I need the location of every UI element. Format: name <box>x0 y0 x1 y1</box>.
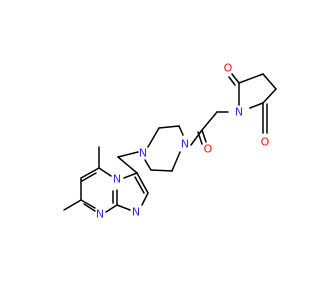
atom-n-bridgehead: N <box>113 173 121 186</box>
bond <box>201 129 207 143</box>
molecule-canvas: N N N N N O N O O <box>63 62 277 221</box>
molecule-structure: N N N N N O N O O <box>63 62 277 221</box>
atom-n-piperazine-left: N <box>139 147 147 160</box>
atom-labels: N N N N N O N O O <box>96 62 270 221</box>
bond <box>249 102 264 109</box>
atom-n-succinimide: N <box>235 106 243 119</box>
bond <box>83 203 96 212</box>
bond <box>228 76 236 86</box>
bond <box>98 167 112 177</box>
atom-n-pyrimidine-bottom: N <box>96 208 104 221</box>
bond <box>80 167 100 179</box>
bond <box>150 169 173 172</box>
bond <box>238 73 264 84</box>
bond <box>116 204 131 211</box>
atom-o-succinimide-top: O <box>224 62 233 75</box>
bond <box>190 129 203 146</box>
bond <box>171 151 181 172</box>
bond <box>231 73 240 84</box>
bond <box>80 199 96 209</box>
bond <box>134 176 145 194</box>
atom-o-amide: O <box>204 143 213 156</box>
bond <box>197 131 203 145</box>
bond <box>117 156 138 174</box>
bond <box>136 172 149 194</box>
bonds <box>63 73 277 213</box>
bond <box>141 192 149 206</box>
bond <box>144 159 152 171</box>
bond <box>123 172 138 179</box>
bond <box>262 88 277 104</box>
atom-n-imidazole: N <box>132 206 140 219</box>
bond <box>81 172 97 182</box>
atom-n-piperazine-right: N <box>181 138 189 151</box>
bond <box>201 111 218 131</box>
bond <box>178 125 184 136</box>
bond <box>105 204 118 213</box>
bond <box>158 125 180 129</box>
bond <box>63 199 82 211</box>
atom-o-succinimide-bottom: O <box>261 136 270 149</box>
bond <box>147 127 160 148</box>
bond <box>117 151 139 158</box>
bond <box>262 73 277 90</box>
